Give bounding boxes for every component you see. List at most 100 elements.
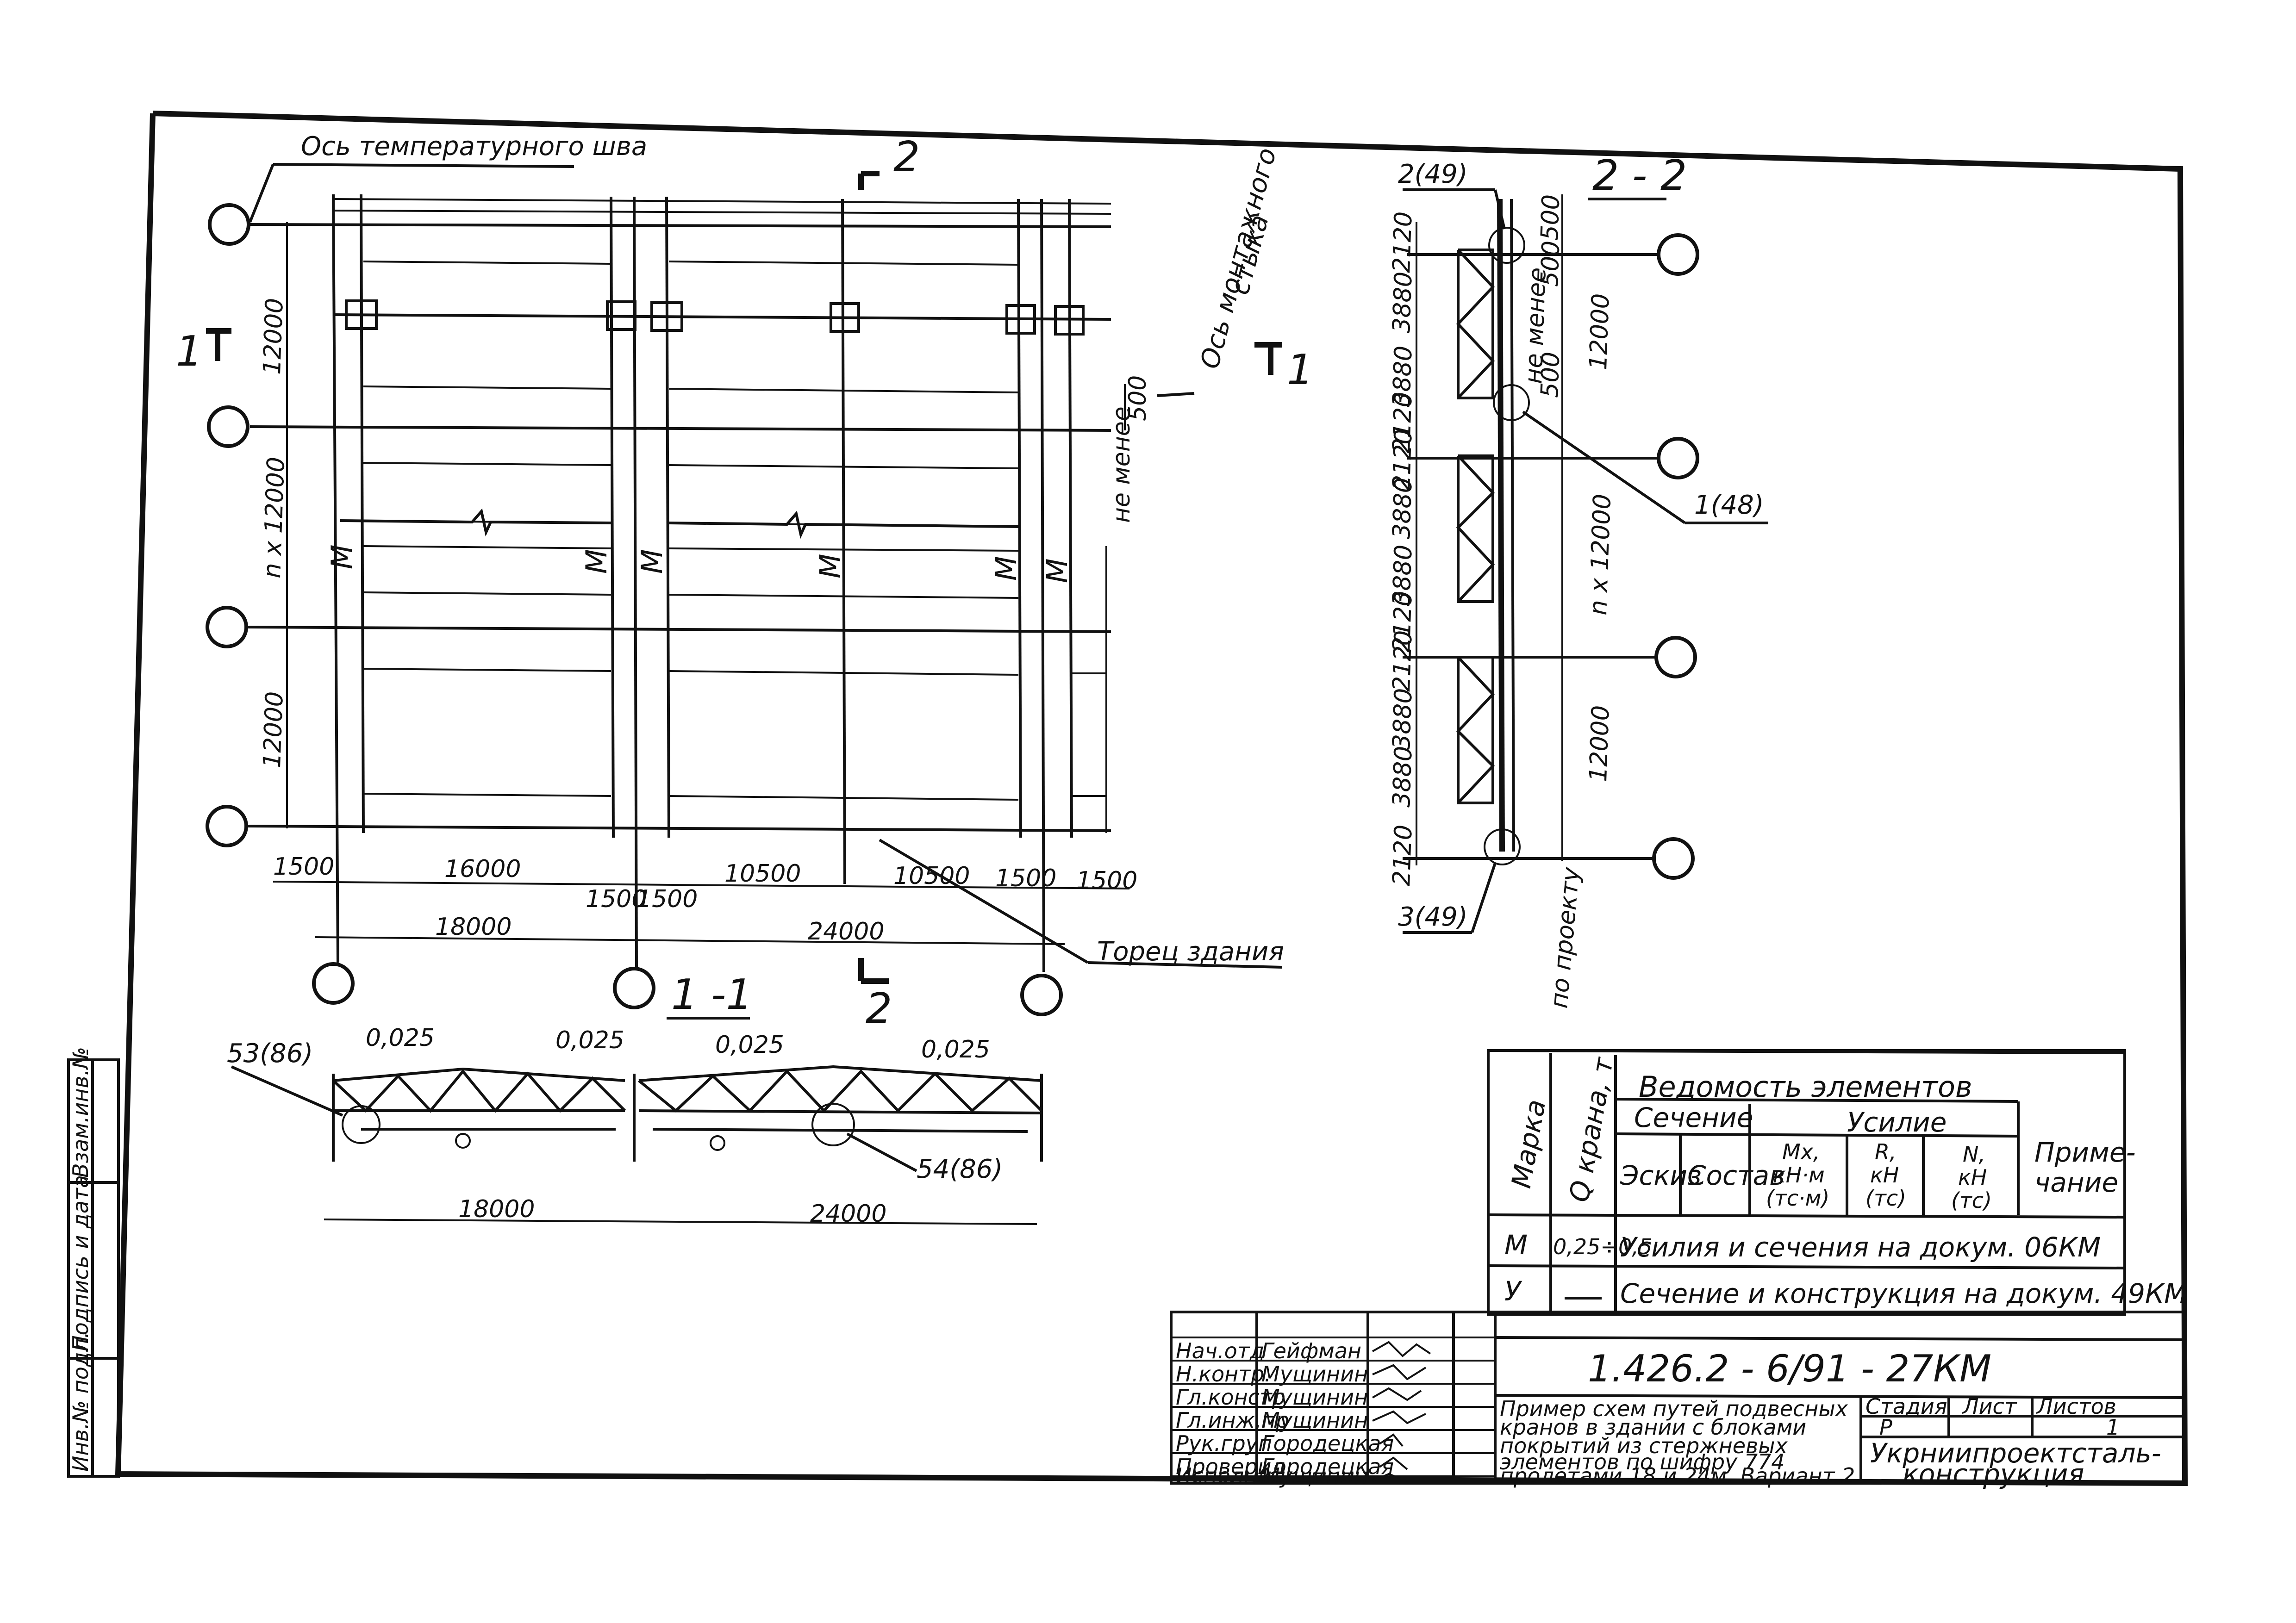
- dim-nx12000: n x 12000: [258, 456, 290, 578]
- role-6: Проверил: [1176, 1454, 1285, 1479]
- name-1: Гейфман: [1261, 1338, 1361, 1363]
- col-m-units2: (тс·м): [1766, 1186, 1829, 1211]
- col-comp: Состав: [1687, 1160, 1785, 1191]
- temp-joint-axis-label: Ось температурного шва: [301, 131, 647, 162]
- name-3: Мущинин: [1261, 1385, 1368, 1410]
- section-22-title: 2 - 2: [1592, 151, 1687, 200]
- col-r: R,: [1875, 1139, 1897, 1164]
- hook-icon: [710, 1135, 725, 1151]
- role-2: Н.контр.: [1176, 1362, 1271, 1387]
- axis-circle: [206, 606, 248, 648]
- span-18000-11: 18000: [458, 1195, 535, 1223]
- sheets-label: Листов: [2036, 1394, 2116, 1419]
- dim-bottom-7: 1500: [995, 864, 1056, 892]
- col-m-units: кН·м: [1773, 1163, 1825, 1188]
- slope-4: 0,025: [921, 1036, 990, 1063]
- slope-3: 0,025: [715, 1031, 784, 1059]
- span-24000-11: 24000: [810, 1200, 886, 1228]
- node-circle: [342, 1105, 381, 1144]
- dim-12000-top: 12000: [258, 298, 289, 375]
- dim-v-7: 3880: [1388, 544, 1418, 606]
- row-q: 0,25÷0,5: [1553, 1234, 1652, 1259]
- node-label-2: 2(49): [1398, 159, 1468, 189]
- beam-mark: М: [989, 556, 1023, 581]
- axis-circle: [1020, 974, 1063, 1016]
- row-mark: У: [1504, 1275, 1522, 1307]
- dim-bottom-2: 16000: [444, 855, 521, 883]
- beam-mark: М: [813, 554, 847, 579]
- plan-view: 2 2 1 1 Ось температурного шва Ось монта…: [176, 131, 1313, 1033]
- org-2: конструкция: [1903, 1458, 2084, 1490]
- stamp-inv-repl: Взам.инв.№: [68, 1047, 93, 1178]
- axis-circle: [312, 962, 355, 1005]
- hook-icon: [455, 1133, 471, 1149]
- axis-circle: [613, 967, 655, 1009]
- dim-12000-bottom-22: 12000: [1585, 705, 1615, 782]
- dim-500: 500: [1124, 375, 1152, 421]
- role-3: Гл.констр: [1176, 1385, 1285, 1410]
- name-4: Мущинин: [1261, 1408, 1368, 1433]
- col-n-units2: (тс): [1951, 1188, 1992, 1213]
- dim-v-3: 3880: [1388, 345, 1418, 407]
- section-mark-2-top: 2: [893, 133, 920, 181]
- axis-circle: [207, 405, 250, 448]
- description-4: элементов по шифру 774: [1500, 1449, 1785, 1474]
- dim-nx12000-22: n x 12000: [1585, 493, 1616, 616]
- axis-circle: [1657, 437, 1699, 479]
- name-5: Городецкая: [1261, 1431, 1394, 1456]
- description-1: Пример схем путей подвесных: [1500, 1396, 1848, 1421]
- row-text: Сечение и конструкция на докум. 49КМ: [1620, 1278, 2187, 1309]
- dim-500-a: 500: [1536, 194, 1565, 241]
- row-text: Усилия и сечения на докум. 06КМ: [1620, 1231, 2101, 1263]
- signatures: [1372, 1341, 1431, 1482]
- col-m: Мх,: [1782, 1139, 1820, 1164]
- section-mark-1-left: 1: [176, 327, 202, 376]
- doc-code: 1.426.2 - 6/91 - 27КМ: [1588, 1347, 1991, 1390]
- dim-v-6: 3880: [1388, 477, 1418, 539]
- side-stamp: Инв.№ подл. Подпись и дата Взам.инв.№: [67, 1047, 120, 1478]
- role-4: Гл.инж.пр: [1176, 1408, 1289, 1433]
- section-11-title: 1 -1: [671, 970, 753, 1019]
- dim-500-b: 500: [1536, 240, 1565, 287]
- stamp-inv-orig: Инв.№ подл.: [68, 1331, 93, 1472]
- beam-mark: М: [580, 549, 613, 574]
- dim-12000-bottom: 12000: [258, 691, 289, 768]
- elements-table: Ведомость элементов Марка Q крана, т Сеч…: [1487, 1049, 2187, 1316]
- col-r-units: кН: [1870, 1163, 1899, 1188]
- table-title: Ведомость элементов: [1639, 1070, 1972, 1104]
- dim-v-5: 2120: [1388, 429, 1418, 491]
- slope-1: 0,025: [366, 1024, 435, 1052]
- col-sketch: Эскиз: [1620, 1160, 1702, 1191]
- col-n: N,: [1963, 1142, 1985, 1167]
- org-1: Укрниипроектсталь-: [1870, 1437, 2161, 1469]
- name-2: Мущинин: [1261, 1362, 1368, 1387]
- col-n-units: кН: [1958, 1165, 1987, 1190]
- description-5: пролетами 18 и 24м. Вариант 2: [1500, 1463, 1855, 1488]
- dim-v-2: 3880: [1388, 271, 1418, 333]
- description-2: кранов в здании с блоками: [1500, 1415, 1806, 1440]
- dim-bottom-3: 1500: [586, 885, 647, 913]
- stage-label: Стадия: [1866, 1394, 1947, 1419]
- node-label-53: 53(86): [227, 1038, 313, 1069]
- role-1: Нач.отд: [1176, 1338, 1264, 1363]
- stamp-sign-date: Подпись и дата: [68, 1175, 93, 1351]
- axis-circle: [1657, 233, 1699, 276]
- name-7: Мущинин: [1261, 1463, 1368, 1488]
- node-circle: [811, 1103, 855, 1146]
- role-5: Рук.груп: [1176, 1431, 1272, 1456]
- beam-mark: М: [635, 549, 669, 574]
- dim-bottom-4: 1500: [636, 885, 698, 913]
- node-circle: [1484, 828, 1521, 865]
- by-project-label: по проекту: [1545, 865, 1585, 1009]
- axis-circle: [1652, 837, 1695, 880]
- dim-500-c: 500: [1536, 351, 1565, 398]
- col-note-1: Приме-: [2034, 1137, 2136, 1168]
- node-label-54: 54(86): [917, 1154, 1003, 1184]
- col-force: Усилие: [1847, 1107, 1947, 1138]
- building-end-label: Торец здания: [1097, 937, 1284, 967]
- beam-mark: М: [325, 545, 359, 570]
- section-mark-1-right: 1: [1287, 346, 1313, 394]
- dim-v-8: 2120: [1388, 591, 1418, 653]
- section-1-1: 1 -1 0,025 0,025 0,025 0,025 53(86) 54(8…: [227, 970, 1043, 1228]
